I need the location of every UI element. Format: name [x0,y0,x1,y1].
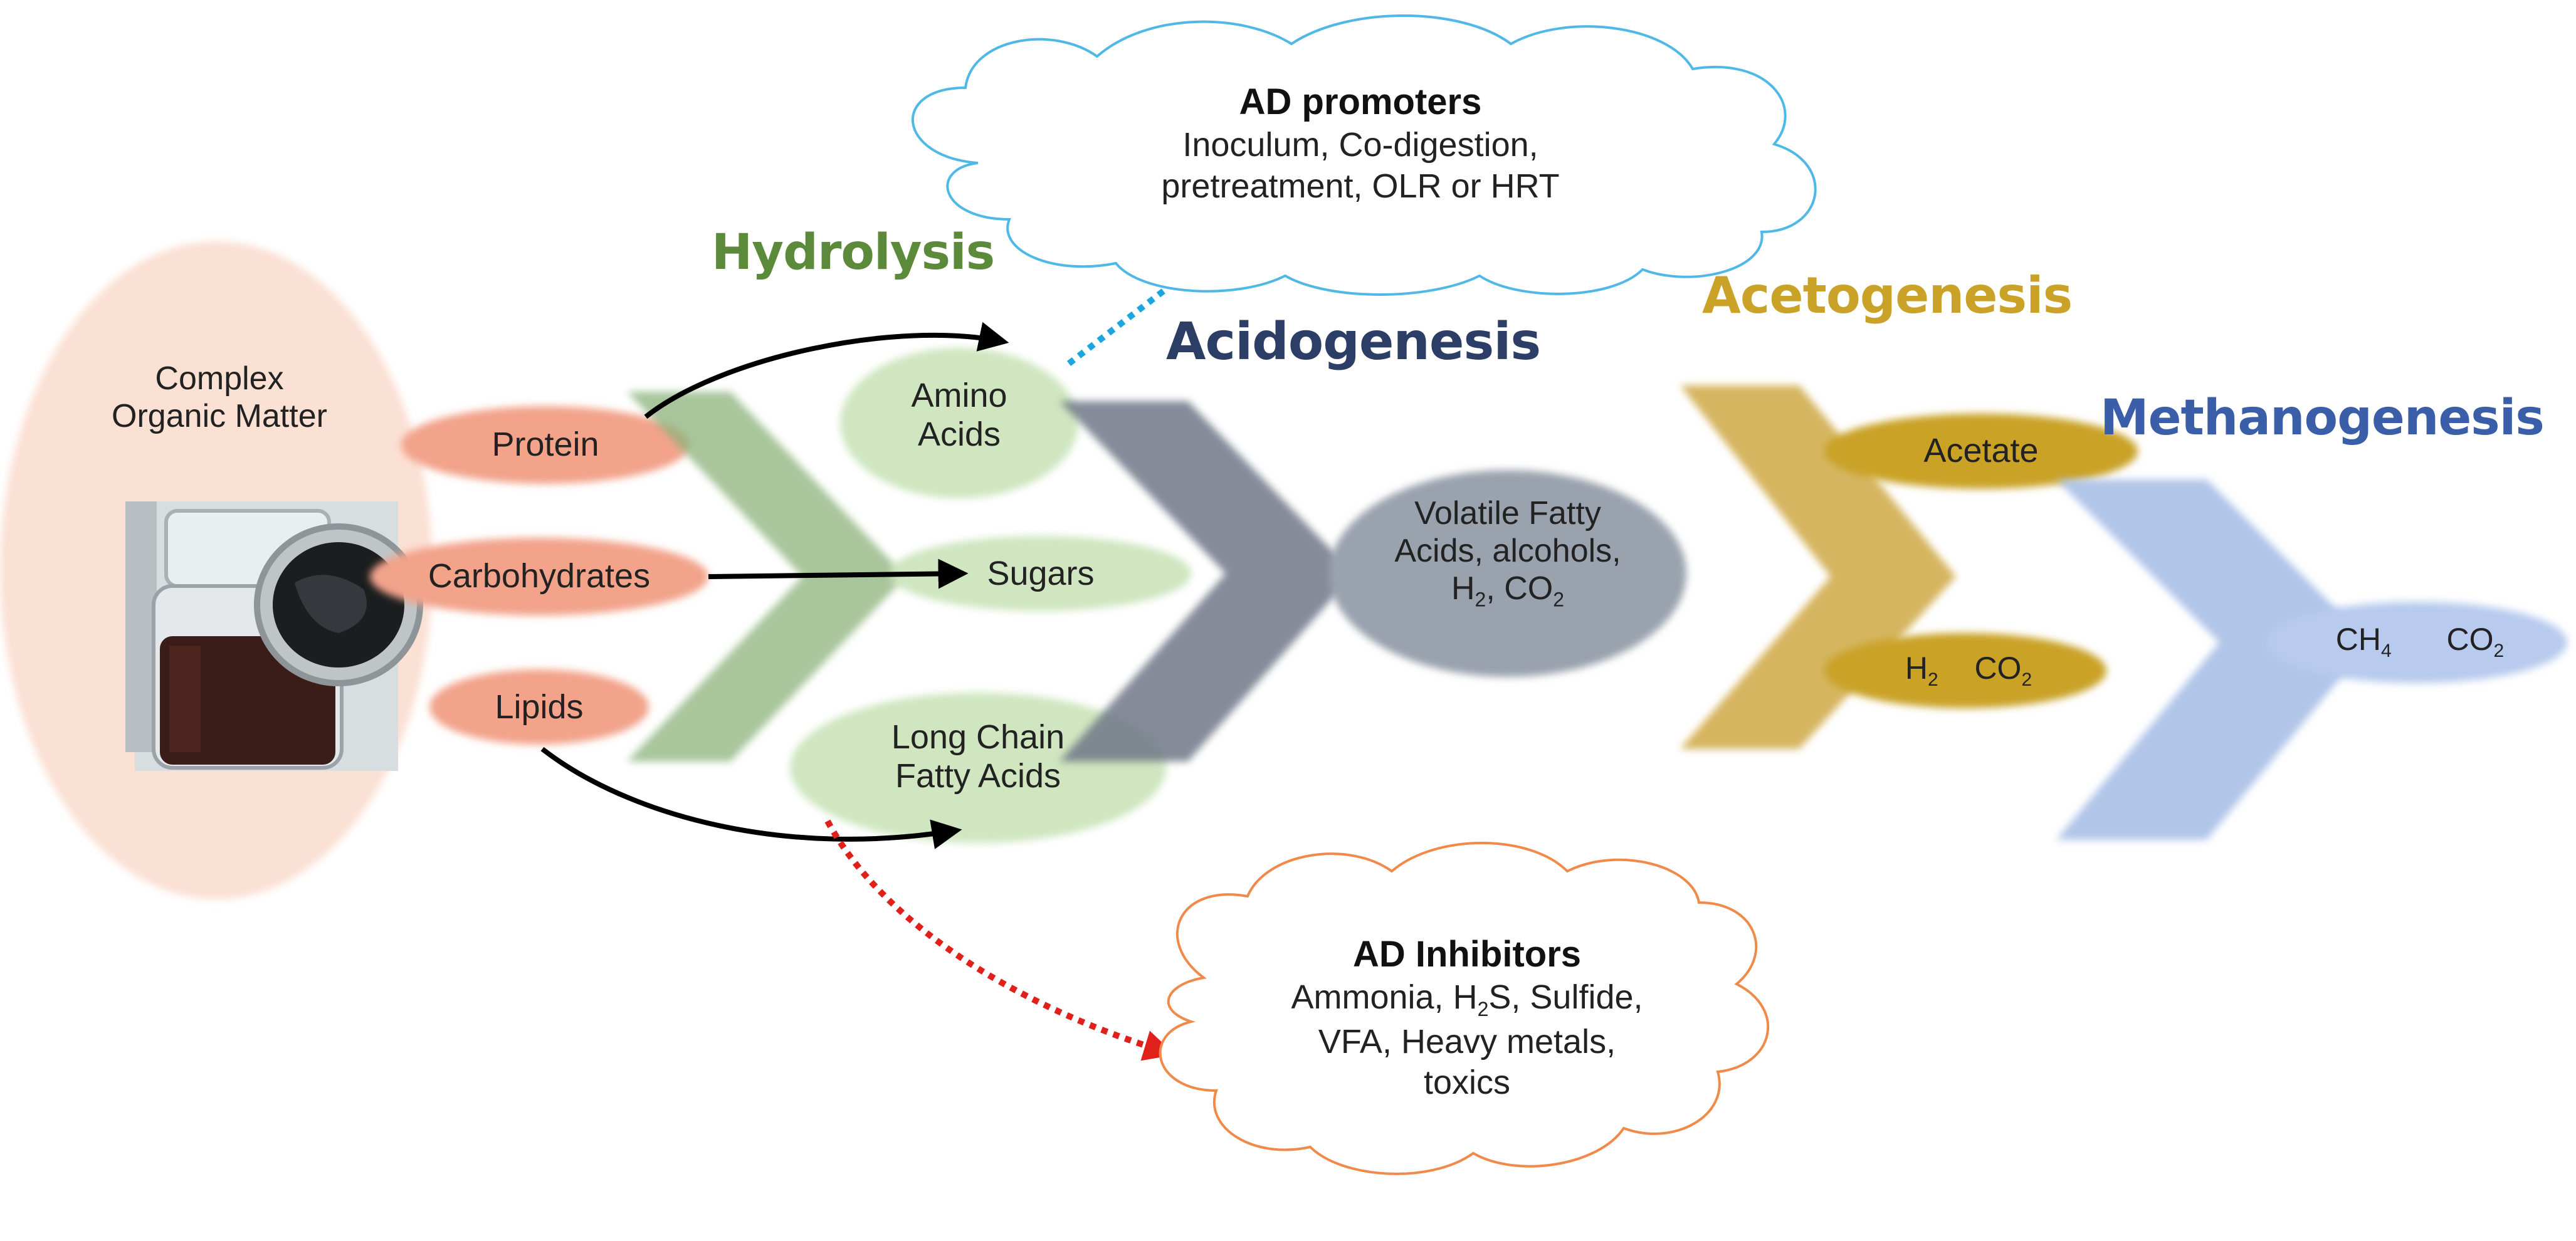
ch4-co2-label: CH4 CO2 [2295,622,2545,662]
lcfa-line2: Fatty Acids [895,757,1061,795]
lcfa-label: Long Chain Fatty Acids [837,718,1119,795]
lipids-to-lcfa-arrow [540,746,962,849]
hydrolysis-title: Hydrolysis [712,224,995,281]
h2-co2-label: H2 CO2 [1856,651,2081,691]
complex-line1: Complex [155,360,284,397]
inhibitors-title: AD Inhibitors [1352,934,1582,975]
sugars-ellipse [890,536,1191,611]
inhibitors-text: AD Inhibitors Ammonia, H2S, Sulfide, VFA… [1185,933,1749,1104]
acidogenesis-title: Acidogenesis [1166,312,1541,372]
promoters-line2: pretreatment, OLR or HRT [1161,167,1560,205]
carbohydrates-label: Carbohydrates [428,557,651,595]
meth-co2-text: CO2 [2446,622,2505,661]
carbohydrates-to-sugars-arrow [708,558,969,589]
complex-organic-matter-label: Complex Organic Matter [94,360,345,436]
protein-ellipse [401,406,690,484]
acetogenesis-title: Acetogenesis [1702,266,2073,325]
sample-jar-photo [125,501,423,771]
vfa-label: Volatile Fatty Acids, alcohols, H2, CO2 [1360,495,1655,611]
vfa-ellipse [1329,470,1686,677]
ch4-co2-ellipse [2266,602,2567,683]
lcfa-line1: Long Chain [891,718,1065,756]
methanogenesis-title: Methanogenesis [2100,390,2545,446]
vfa-line2: Acids, alcohols, [1394,532,1621,569]
h2-co2-ellipse [1824,633,2106,708]
promoters-title: AD promoters [1239,81,1482,122]
sugars-label: Sugars [987,555,1095,592]
lipids-ellipse [429,669,649,745]
acidogenesis-chevron [1059,401,1354,762]
h2-text: H2 [1905,651,1938,690]
complex-line2: Organic Matter [112,397,327,434]
amino-line2: Acids [917,416,1001,454]
amino-acids-label: Amino Acids [865,376,1053,454]
protein-label: Protein [492,426,599,463]
protein-to-amino-arrow [644,322,1009,419]
amino-acids-ellipse [840,348,1078,498]
acetate-ellipse [1824,414,2138,489]
inhibitors-cloud [1159,842,1770,1175]
acetogenesis-chevron [1680,385,1956,749]
lipids-label: Lipids [495,688,584,726]
promoters-line1: Inoculum, Co-digestion, [1182,125,1538,164]
carbohydrates-ellipse [370,538,708,615]
co2-text: CO2 [1974,651,2032,690]
inhibitor-arrow [824,819,1175,1061]
acetate-label: Acetate [1923,432,2039,469]
promoters-cloud [911,14,1817,296]
inhibitors-line1: Ammonia, H2S, Sulfide, [1291,978,1643,1020]
amino-line1: Amino [911,377,1007,414]
methanogenesis-chevron [2056,479,2370,840]
inhibitors-line3: toxics [1423,1064,1511,1102]
vfa-line1: Volatile Fatty [1414,495,1601,531]
vfa-line3: H2, CO2 [1451,570,1565,610]
ch4-text: CH4 [2335,622,2392,661]
inhibitors-line2: VFA, Heavy metals, [1318,1022,1616,1060]
promoters-text: AD promoters Inoculum, Co-digestion, pre… [1078,80,1643,207]
lcfa-ellipse [790,693,1166,843]
